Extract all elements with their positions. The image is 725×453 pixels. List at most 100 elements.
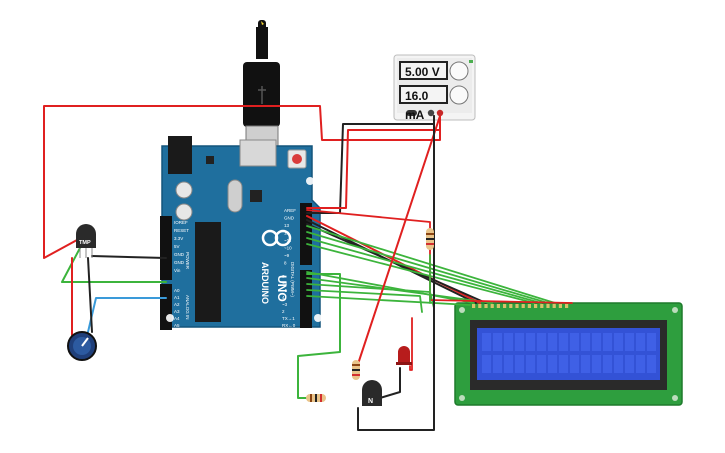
pin-label: GND [174, 252, 185, 257]
resistor-base[interactable] [306, 394, 326, 402]
wire-green-c[interactable] [306, 295, 471, 306]
lcd-cell [548, 355, 557, 373]
pin-label: GND [284, 216, 295, 221]
lcd-cell [625, 355, 634, 373]
pin-label: A0 [174, 288, 180, 293]
pin-label: AREF [284, 208, 296, 213]
wire-lcd-rs[interactable] [306, 271, 475, 304]
power-jack [168, 136, 192, 174]
pin-label: ~10 [284, 246, 292, 251]
lcd-cell [636, 355, 645, 373]
lcd-cell [559, 355, 568, 373]
pin-label: 5V [174, 244, 180, 249]
lcd-pin[interactable] [496, 304, 500, 308]
wire-green-transistor[interactable] [297, 273, 341, 399]
lcd-cell [515, 333, 524, 351]
psu-terminal-positive[interactable] [436, 109, 444, 117]
lcd-cell [493, 355, 502, 373]
voltage-knob[interactable] [449, 61, 469, 81]
pin-label: ~9 [284, 253, 290, 258]
lcd-pin[interactable] [521, 304, 525, 308]
lcd-pin[interactable] [509, 304, 513, 308]
pin-label: A2 [174, 302, 180, 307]
power-switch[interactable] [406, 110, 417, 116]
lcd-pin[interactable] [484, 304, 488, 308]
lcd-cell [482, 355, 491, 373]
lcd-pin[interactable] [558, 304, 562, 308]
tmp-sensor[interactable]: TMP [76, 224, 96, 258]
lcd-pin[interactable] [540, 304, 544, 308]
lcd-pin[interactable] [546, 304, 550, 308]
lcd-pin[interactable] [552, 304, 556, 308]
wire-green-tmp-out[interactable] [61, 247, 167, 283]
lcd-pin[interactable] [490, 304, 494, 308]
pin-label: 8 [284, 261, 287, 266]
arduino-brand: ARDUINO [260, 262, 270, 304]
analog-header[interactable] [160, 284, 172, 330]
wire-green-b[interactable] [306, 289, 423, 313]
pin-label: Vin [174, 268, 181, 273]
wire-black-tmp-gnd[interactable] [91, 255, 167, 259]
lcd-cell [647, 333, 656, 351]
pin-label: RX←0 [282, 323, 296, 328]
wire-red-transistor[interactable] [355, 115, 441, 371]
lcd-module[interactable] [454, 302, 683, 406]
lcd-cell [548, 333, 557, 351]
transistor-label: N [368, 398, 373, 405]
lcd-cell [603, 355, 612, 373]
wire-black-pot[interactable] [87, 257, 93, 333]
pin-label: ~6 [282, 281, 288, 286]
lcd-pin[interactable] [503, 304, 507, 308]
wire-red-5v[interactable] [43, 105, 441, 259]
wire-black-led[interactable] [379, 367, 401, 399]
lcd-pin[interactable] [478, 304, 482, 308]
pin-label: RESET [174, 228, 189, 233]
lcd-pin[interactable] [534, 304, 538, 308]
resistor-backlight[interactable] [426, 228, 434, 250]
power-label: POWER [185, 252, 190, 270]
lcd-cell [592, 333, 601, 351]
lcd-cell [515, 355, 524, 373]
usb-cable[interactable] [243, 20, 280, 147]
lcd-pin[interactable] [515, 304, 519, 308]
wire-lcd-d5[interactable] [306, 237, 542, 304]
power-header[interactable] [160, 216, 172, 280]
wires [43, 105, 573, 431]
psu-terminal-negative[interactable] [427, 109, 435, 117]
lcd-header-pins[interactable] [472, 304, 569, 308]
lcd-pin[interactable] [472, 304, 476, 308]
wire-black-return[interactable] [357, 115, 435, 431]
red-led[interactable] [396, 346, 412, 365]
wire-lcd-d4[interactable] [306, 243, 535, 304]
lcd-cell [526, 333, 535, 351]
wire-blue-pot[interactable] [87, 297, 167, 333]
wire-red-psu[interactable] [306, 129, 441, 209]
pin-label: 3.3V [174, 236, 183, 241]
lcd-cell [592, 355, 601, 373]
pin-label: TX→1 [282, 316, 295, 321]
wire-red-backlight[interactable] [306, 209, 573, 304]
psu-current-display: 16.0 mA [399, 85, 448, 122]
wire-lcd-d7[interactable] [306, 225, 556, 304]
lcd-cell [537, 355, 546, 373]
npn-transistor[interactable]: N [362, 380, 382, 406]
pin-label: ~11 [284, 238, 292, 243]
potentiometer[interactable] [67, 331, 97, 361]
digital-label: DIGITAL (PWM~) [290, 262, 295, 297]
lcd-pin[interactable] [565, 304, 569, 308]
wire-red-led[interactable] [409, 317, 413, 371]
lcd-cell [482, 333, 491, 351]
digital-header-high[interactable] [300, 203, 312, 265]
current-knob[interactable] [449, 85, 469, 105]
crystal [227, 179, 243, 213]
arduino-model: UNO [275, 275, 289, 302]
arduino-uno-board[interactable]: ARDUINO UNO POWER ANALOG IN DIGITAL (PWM… [160, 136, 322, 330]
lcd-cell [625, 333, 634, 351]
lcd-pin[interactable] [527, 304, 531, 308]
analog-label: ANALOG IN [185, 295, 190, 320]
lcd-cell [504, 355, 513, 373]
wire-lcd-d6[interactable] [306, 231, 549, 304]
resistor-led[interactable] [352, 360, 360, 380]
